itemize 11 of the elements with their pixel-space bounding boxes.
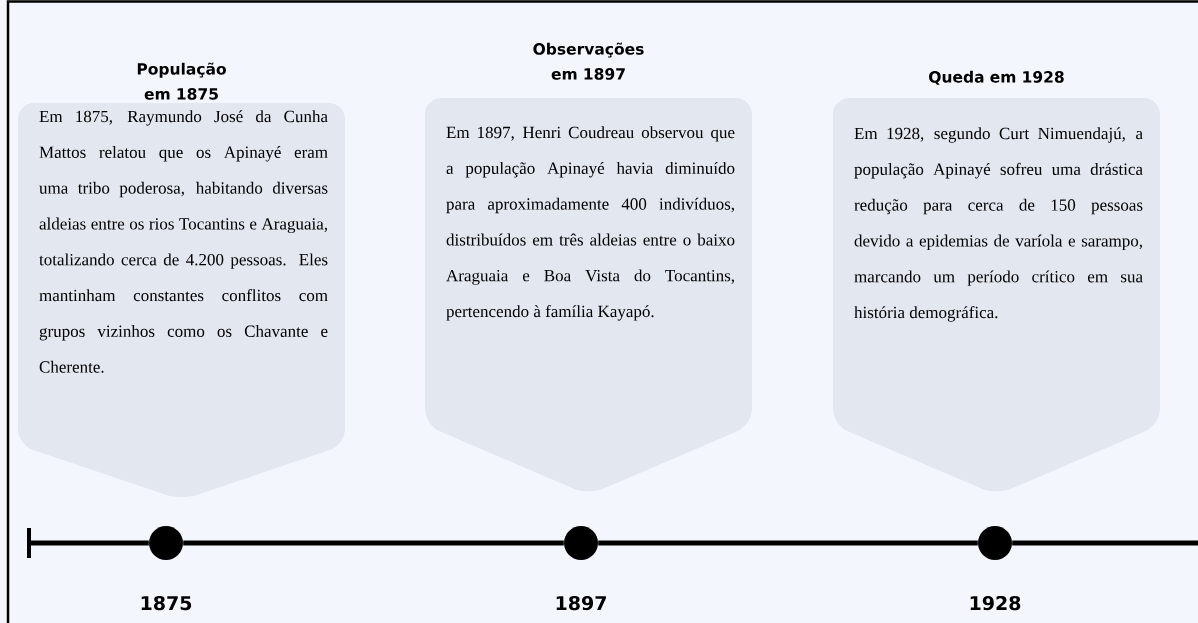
callout-box: Em 1897, Henri Coudreau observou que a população Apinayé havia diminuído para aproximadamente 400 indivíduos, distribuídos em três aldeias entre o baixo Araguaia e Boa Vista do Tocantins, pertencendo à família Kayapó. (425, 98, 752, 492)
callout-heading: Queda em 1928 (929, 70, 1064, 85)
year-label: 1897 (556, 595, 606, 611)
callout-box: Em 1875, Raymundo José da Cunha Mattos relatou que os Apinayé eram uma tribo poderosa, habitando diversas aldeias entre os rios Tocantins e Araguaia, totalizando cerca de 4.200 pessoas. Eles mantinham constantes conflitos com grupos vizinhos como os Chavante e Cherente. (18, 103, 345, 497)
callout-heading: População em 1875 (137, 62, 226, 100)
timeline-line (183, 540, 564, 546)
year-label: 1928 (970, 595, 1021, 611)
timeline-line (598, 540, 978, 546)
callout-heading: Observações em 1897 (533, 42, 644, 80)
year-label: 1875 (141, 595, 192, 611)
callout-box: Em 1928, segundo Curt Nimuendajú, a população Apinayé sofreu uma drástica redução para cerca de 150 pessoas devido a epidemias de varíola e sarampo, marcando um período crítico em sua história demográfica. (833, 98, 1160, 492)
